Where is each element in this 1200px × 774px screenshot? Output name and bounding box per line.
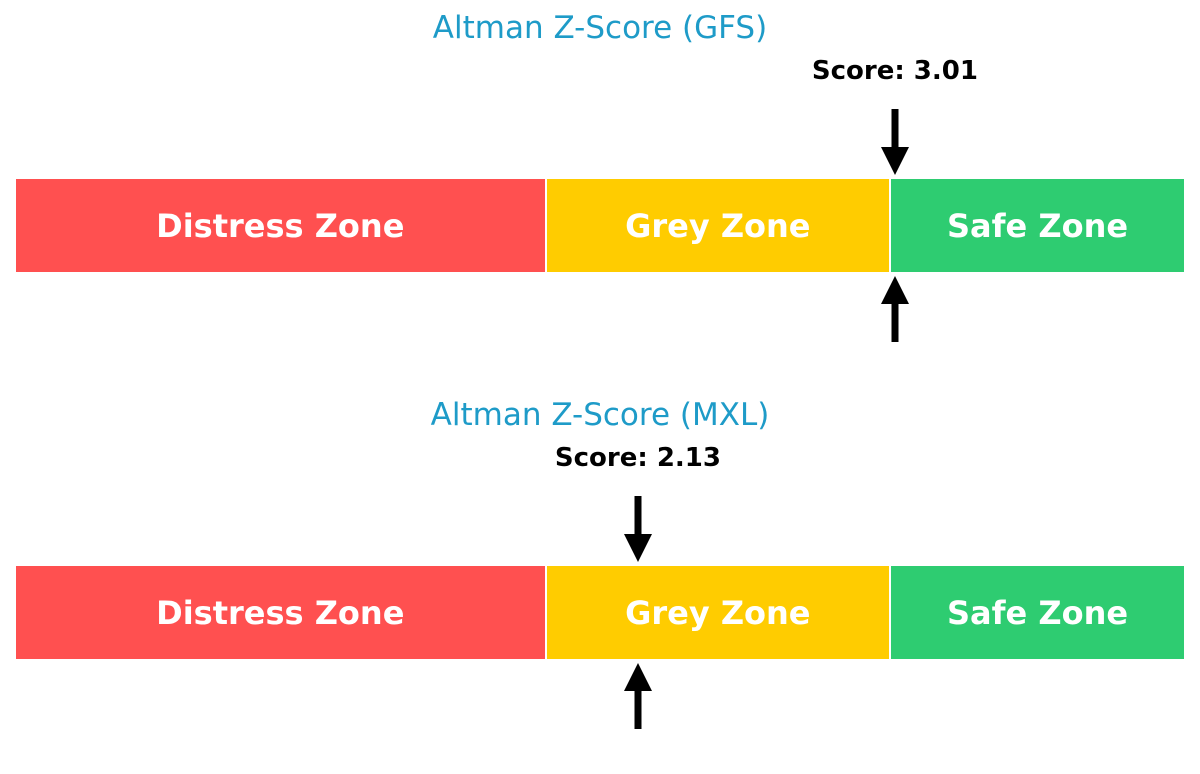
arrow-up-icon (880, 276, 909, 342)
zone-grey: Grey Zone (544, 566, 890, 659)
gauge-panel-mxl: Altman Z-Score (MXL) Score: 2.13 Distres… (0, 387, 1200, 747)
zone-grey: Grey Zone (544, 179, 890, 272)
zone-distress: Distress Zone (16, 179, 545, 272)
arrow-up-icon (623, 663, 652, 729)
zone-safe: Safe Zone (889, 179, 1184, 272)
chart-title: Altman Z-Score (MXL) (430, 397, 770, 433)
zone-safe: Safe Zone (889, 566, 1184, 659)
score-label: Score: 3.01 (811, 56, 978, 86)
arrow-down-icon (623, 496, 652, 562)
zone-distress: Distress Zone (16, 566, 545, 659)
score-label: Score: 2.13 (554, 443, 721, 473)
zone-bar: Distress Zone Grey Zone Safe Zone (16, 179, 1184, 272)
zone-bar: Distress Zone Grey Zone Safe Zone (16, 566, 1184, 659)
gauge-panel-gfs: Altman Z-Score (GFS) Score: 3.01 Distres… (0, 0, 1200, 360)
chart-title: Altman Z-Score (GFS) (432, 10, 768, 46)
arrow-down-icon (880, 109, 909, 175)
